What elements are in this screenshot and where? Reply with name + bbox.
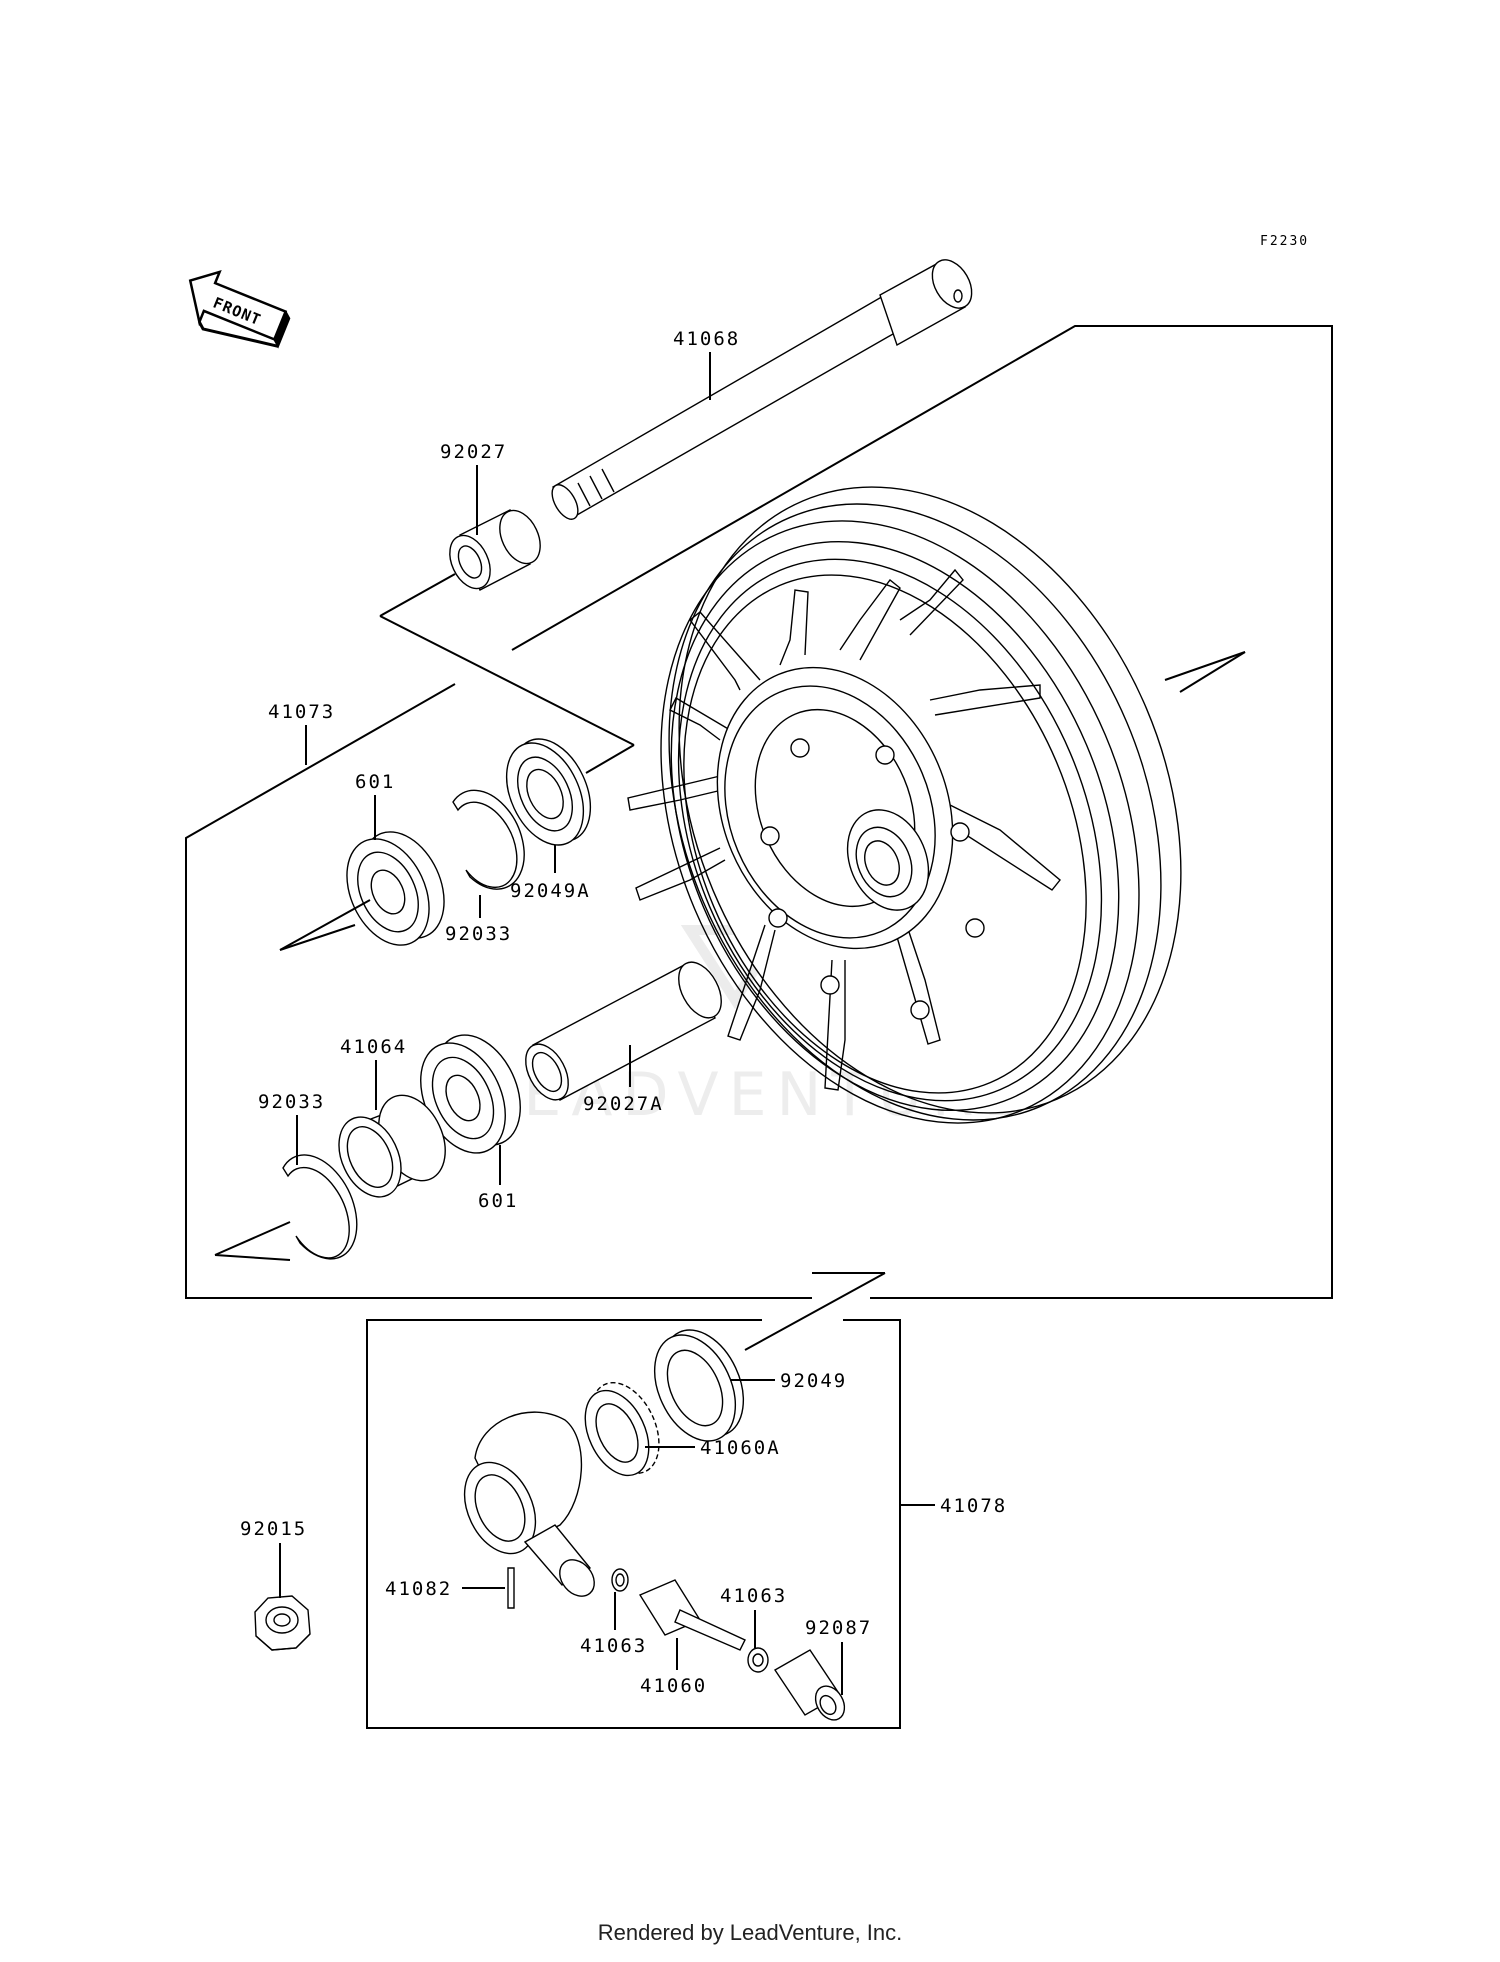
pin [507,1567,515,1609]
part-label: 92049 [780,1370,847,1392]
part-label: 601 [478,1190,518,1212]
leader-lines [279,352,935,1695]
ref-code: F2230 [1260,234,1309,249]
part-label: 41060A [700,1437,781,1459]
axle [551,259,973,520]
assembly-frame-41078 [366,1319,901,1729]
part-label: 92049A [510,880,591,902]
part-label: 41063 [720,1585,787,1607]
collar-41064 [338,1094,446,1198]
part-label: 601 [355,771,395,793]
part-label: 41082 [385,1578,452,1600]
collar [449,509,541,591]
oil-seal [653,1329,745,1442]
oil-seal-upper [505,738,592,846]
render-credit: Rendered by LeadVenture, Inc. [597,1920,903,1945]
part-label: 41064 [340,1036,407,1058]
bearing-upper [279,831,445,951]
part-label: 41068 [673,328,740,350]
speedometer-gear [584,1381,660,1477]
washer-b [747,1647,769,1673]
assembly-frame-41073 [185,325,1333,1351]
circlip-lower [214,1154,358,1261]
part-label: 41078 [940,1495,1007,1517]
part-labels: 41068 92027 41073 601 92033 92049A 41064… [240,328,1007,1697]
part-label: 92033 [258,1091,325,1113]
gear-housing [463,1411,595,1597]
part-label: 92015 [240,1518,307,1540]
washer-a [611,1568,629,1592]
part-label: 92027 [440,441,507,463]
wheel [627,486,1246,1124]
circlip-upper [452,789,525,890]
part-label: 41073 [268,701,335,723]
spacer-tube [525,961,722,1101]
part-label: 41063 [580,1635,647,1657]
part-label: 92033 [445,923,512,945]
part-label: 92027A [583,1093,664,1115]
front-arrow-icon: FRONT [188,270,291,349]
pinion-gear [638,1579,746,1651]
part-label: 92087 [805,1617,872,1639]
bushing [774,1649,846,1721]
bearing-lower [420,1034,521,1154]
part-label: 41060 [640,1675,707,1697]
axle-nut [254,1595,311,1651]
